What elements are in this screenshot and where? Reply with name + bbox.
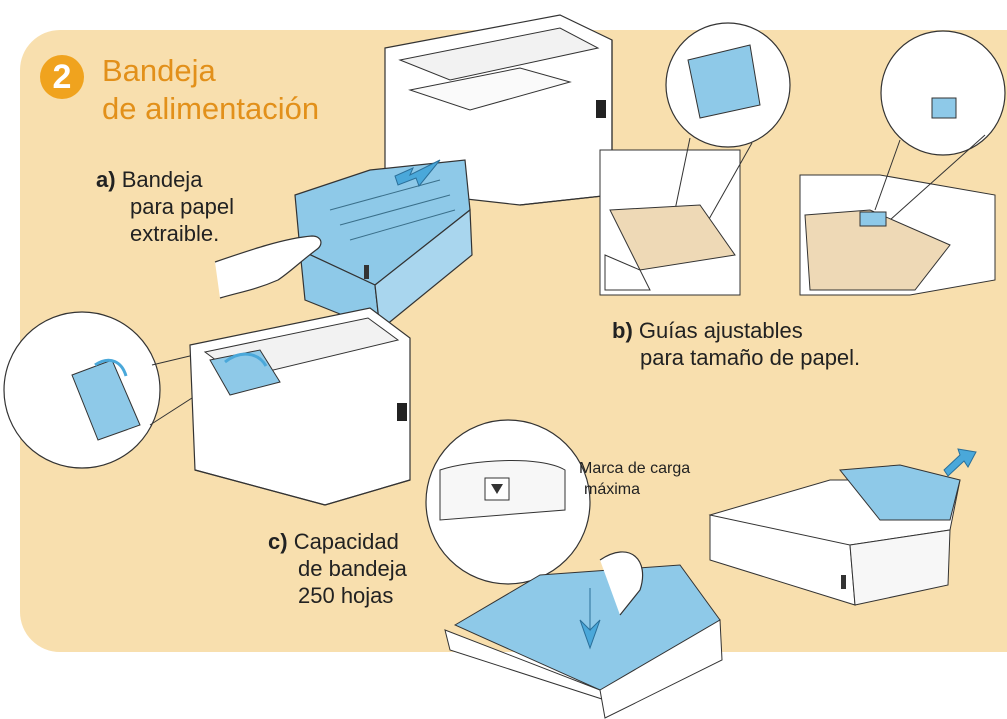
caption-c-letter: c) xyxy=(268,529,288,554)
caption-b-line2: para tamaño de papel. xyxy=(640,345,861,370)
flap-zoom-inset xyxy=(3,311,221,469)
section-title-line2: de alimentación xyxy=(102,91,320,126)
caption-c: c) Capacidad de bandeja 250 hojas xyxy=(268,528,407,609)
caption-a: a) Bandeja para papel extraible. xyxy=(96,166,234,247)
hand-illustration-a xyxy=(214,235,322,299)
caption-b: b) Guías ajustables para tamaño de papel… xyxy=(612,317,860,371)
caption-c-line3: 250 hojas xyxy=(298,583,394,608)
caption-a-line3: extraible. xyxy=(130,221,220,246)
paper-tray-illustration-c xyxy=(444,551,723,719)
caption-a-line1: Bandeja xyxy=(121,167,203,192)
caption-b-line1: Guías ajustables xyxy=(638,318,803,343)
paper-tray-illustration-b xyxy=(708,448,977,606)
caption-c-line1: Capacidad xyxy=(293,529,399,554)
max-load-label: Marca de carga máxima xyxy=(579,458,690,500)
paper-tray-illustration-a xyxy=(294,159,473,332)
caption-c-line2: de bandeja xyxy=(298,556,407,581)
max-load-label-line1: Marca de carga xyxy=(579,460,691,477)
caption-b-letter: b) xyxy=(612,318,633,343)
step-number-badge: 2 xyxy=(40,55,84,99)
caption-a-line2: para papel xyxy=(130,194,234,219)
max-load-zoom xyxy=(425,419,591,616)
max-load-label-line2: máxima xyxy=(584,481,641,498)
guide-zoom-left xyxy=(599,22,791,296)
caption-a-letter: a) xyxy=(96,167,116,192)
section-title: Bandeja de alimentación xyxy=(102,52,319,128)
pull-arrow-a xyxy=(394,159,441,187)
guide-zoom-right xyxy=(799,30,1006,296)
section-title-line1: Bandeja xyxy=(102,53,216,88)
printer-illustration-c xyxy=(189,307,411,506)
